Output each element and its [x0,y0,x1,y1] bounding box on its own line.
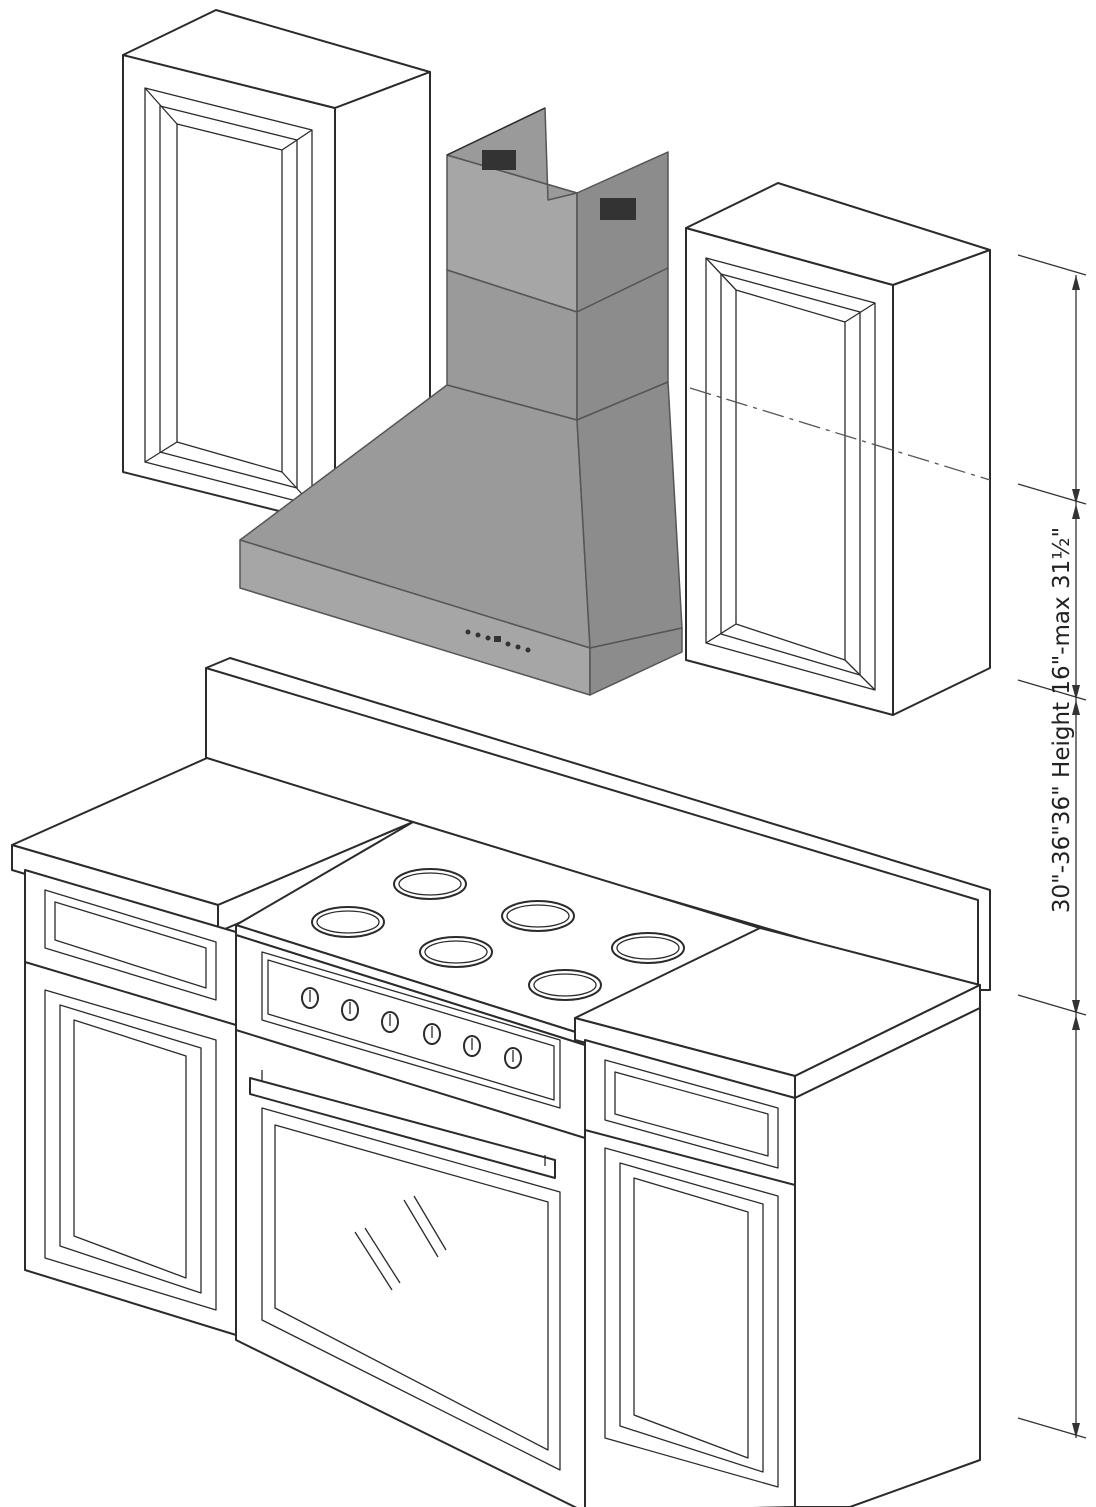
burner-icon [311,906,385,938]
burner-icon [611,932,685,964]
right-countertop [574,927,981,1099]
upper-right-cabinet [685,182,991,716]
control-knobs [301,987,522,1069]
range-hood [239,107,683,696]
dimension-markers [1017,254,1087,1439]
burner-icon [393,868,467,900]
burner-icon [501,900,575,932]
right-base-cabinet [584,1007,981,1507]
burner-icon [419,936,493,968]
left-base-cabinet [24,869,237,1336]
vent-slot-icon [482,150,516,170]
burner-icon [528,969,602,1001]
knob-icon [423,1023,441,1045]
centerline [689,387,991,481]
oven-handle [249,1070,556,1179]
vent-slot-icon [600,198,636,220]
knob-icon [463,1035,481,1057]
upper-left-cabinet [122,9,431,526]
hood-control-buttons [465,629,531,653]
knob-icon [301,987,319,1009]
knob-icon [504,1047,522,1069]
knob-icon [381,1011,399,1033]
backsplash [205,657,991,991]
dimension-label: 30"-36"36" Height 16"-max 31½" [1049,526,1075,914]
knob-icon [341,999,359,1021]
cooktop [235,821,761,1046]
oven-window [274,1124,549,1451]
range-front [235,934,586,1507]
